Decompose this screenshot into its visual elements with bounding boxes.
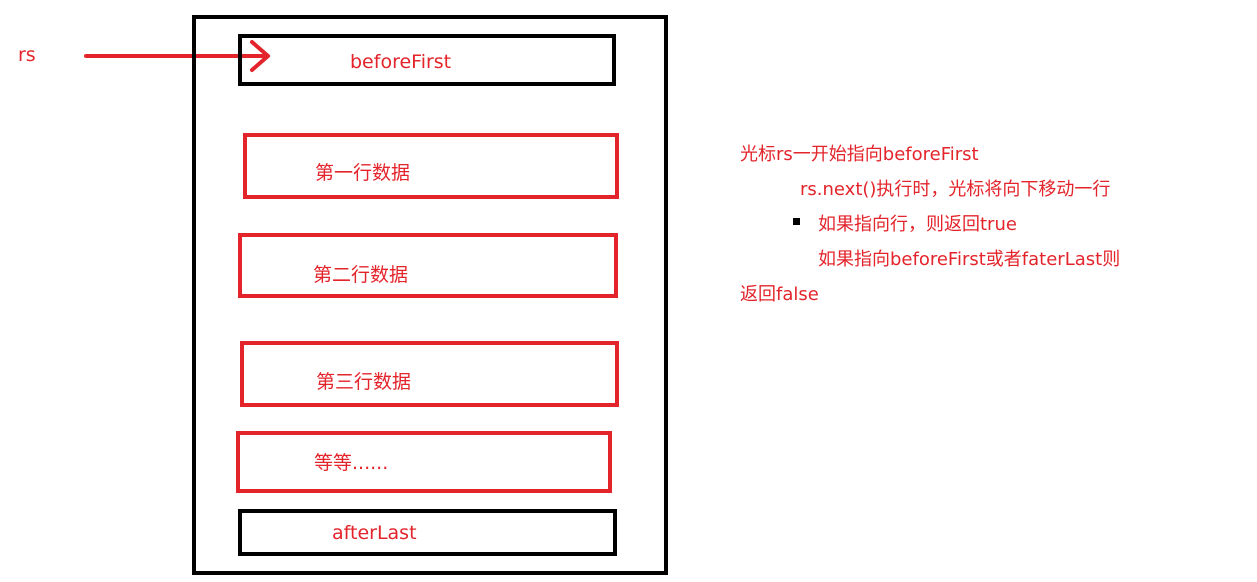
right-arrow-icon xyxy=(84,40,270,72)
square-bullet-icon xyxy=(793,218,800,225)
note-line-1: 光标rs一开始指向beforeFirst xyxy=(740,144,979,165)
before-first-label: beforeFirst xyxy=(350,51,452,73)
note-line-5: 返回false xyxy=(740,284,819,305)
result-set-frame xyxy=(192,15,668,575)
rs-pointer-label: rs xyxy=(18,44,36,66)
after-last-box: afterLast xyxy=(238,509,617,556)
etc-row-label: 等等...... xyxy=(314,452,389,474)
before-first-box: beforeFirst xyxy=(238,34,616,86)
note-line-4: 如果指向beforeFirst或者faterLast则 xyxy=(818,249,1121,270)
note-line-2: rs.next()执行时，光标将向下移动一行 xyxy=(800,179,1111,200)
data-row-1-label: 第一行数据 xyxy=(315,162,411,184)
etc-row-box: 等等...... xyxy=(236,431,612,493)
after-last-label: afterLast xyxy=(332,522,417,544)
data-row-2-label: 第二行数据 xyxy=(313,264,409,286)
note-line-3: 如果指向行，则返回true xyxy=(818,214,1017,235)
data-row-2-box: 第二行数据 xyxy=(238,233,618,298)
data-row-3-label: 第三行数据 xyxy=(316,371,412,393)
data-row-1-box: 第一行数据 xyxy=(243,133,619,199)
data-row-3-box: 第三行数据 xyxy=(240,341,619,407)
